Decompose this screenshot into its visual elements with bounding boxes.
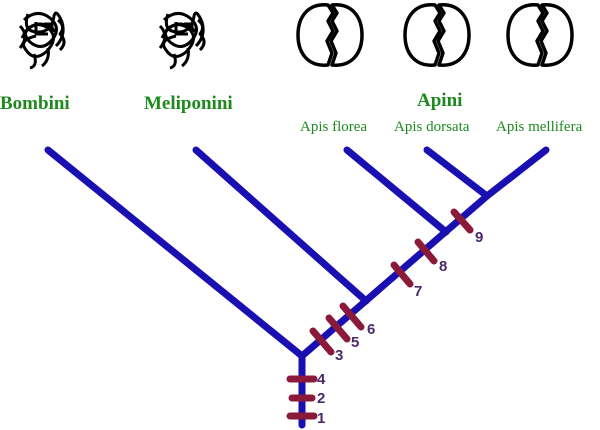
marker-label-9: 9	[475, 229, 483, 246]
marker-label-8: 8	[439, 258, 447, 275]
marker-5	[325, 314, 351, 343]
marker-label-5: 5	[351, 334, 359, 351]
marker-label-2: 2	[317, 390, 325, 407]
taxon-label-meliponini: Meliponini	[144, 93, 233, 114]
marker-label-1: 1	[317, 410, 325, 427]
marker-label-6: 6	[367, 321, 375, 338]
tangled-nest-icon	[18, 11, 66, 70]
taxon-label-apis-florea: Apis florea	[300, 119, 368, 135]
comb-icon	[403, 3, 471, 67]
branch-main	[298, 192, 491, 360]
branch-apis-dorsata	[423, 146, 491, 200]
branch-bombini	[44, 146, 306, 360]
taxon-label-apis-dorsata: Apis dorsata	[394, 119, 470, 135]
trait-markers	[286, 208, 474, 420]
taxon-label-bombini: Bombini	[0, 93, 70, 114]
branch-apis-mellifera	[483, 146, 550, 200]
marker-labels: 1 2 4 3 5 6 7 8 9	[317, 229, 483, 427]
taxon-label-apis-mellifera: Apis mellifera	[496, 119, 583, 135]
marker-label-7: 7	[414, 283, 422, 300]
taxon-label-apini: Apini	[417, 90, 463, 111]
marker-7	[390, 261, 414, 288]
marker-9	[450, 208, 474, 234]
tree-branches	[44, 146, 550, 429]
marker-6	[339, 302, 365, 331]
marker-label-3: 3	[335, 347, 343, 364]
marker-label-4: 4	[317, 371, 326, 388]
branch-apis-florea	[343, 146, 450, 236]
branch-meliponini	[192, 146, 370, 305]
marker-8	[414, 238, 438, 265]
comb-icon	[506, 3, 574, 67]
comb-icon	[296, 3, 364, 67]
tangled-nest-icon	[158, 11, 206, 70]
marker-3	[309, 327, 335, 356]
